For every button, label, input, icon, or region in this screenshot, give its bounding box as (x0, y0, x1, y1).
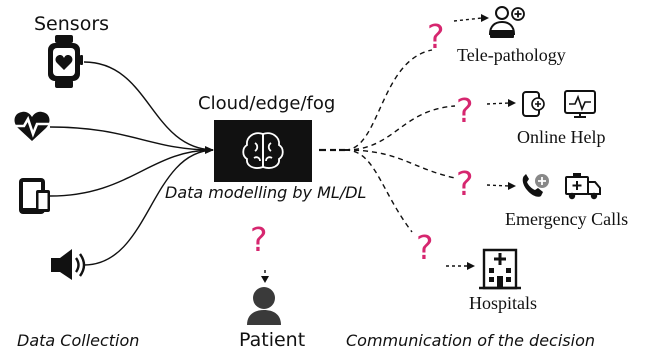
doctor-icon (488, 6, 525, 38)
arrowhead-patient (261, 276, 269, 283)
smartwatch-icon (48, 35, 83, 88)
speaker-icon (51, 249, 86, 280)
question-mark-emergency: ? (456, 164, 474, 203)
hospital-icon (479, 248, 521, 290)
arrowhead-emergency (508, 182, 516, 190)
dashed-online-help (344, 105, 456, 151)
dashed-arrow-online-help (486, 102, 510, 105)
telepathology-label: Tele-pathology (457, 45, 566, 65)
heartbeat-icon (12, 111, 52, 141)
phone-plus-icon (522, 174, 549, 197)
arrowhead-hospitals (467, 262, 475, 270)
question-mark-patient: ? (250, 220, 268, 259)
question-mark-online-help: ? (456, 91, 474, 130)
arrowhead-hub (205, 146, 214, 154)
data-collection-label: Data Collection (17, 331, 139, 349)
mobile-health-icon (522, 91, 545, 117)
question-mark-hospitals: ? (416, 228, 434, 267)
ambulance-icon (565, 173, 601, 200)
connector-watch (83, 61, 214, 151)
dashed-emergency (344, 149, 456, 179)
patient-label: Patient (239, 329, 305, 349)
hub-caption: Data modelling by ML/DL (165, 183, 366, 202)
arrowhead-online-help (508, 99, 516, 107)
dashed-telepathology (344, 49, 433, 151)
person-icon (247, 287, 281, 325)
sensors-title: Sensors (34, 13, 109, 35)
monitor-ecg-icon (564, 90, 596, 118)
connector-heart (49, 126, 214, 151)
dashed-arrow-emergency (486, 184, 510, 187)
hospitals-label: Hospitals (469, 293, 537, 313)
hub-title: Cloud/edge/fog (198, 93, 335, 114)
online-help-label: Online Help (517, 127, 605, 147)
emergency-calls-label: Emergency Calls (505, 209, 628, 229)
tablet-icon (19, 178, 50, 214)
arrowhead-telepathology (481, 14, 489, 22)
dashed-arrow-telepathology (453, 17, 483, 22)
communication-label: Communication of the decision (346, 331, 595, 349)
brain-icon (242, 132, 284, 169)
question-mark-telepathology: ? (427, 17, 445, 56)
dashed-hospitals (344, 149, 413, 233)
connector-speaker (83, 149, 214, 266)
connector-tablet (49, 149, 214, 197)
